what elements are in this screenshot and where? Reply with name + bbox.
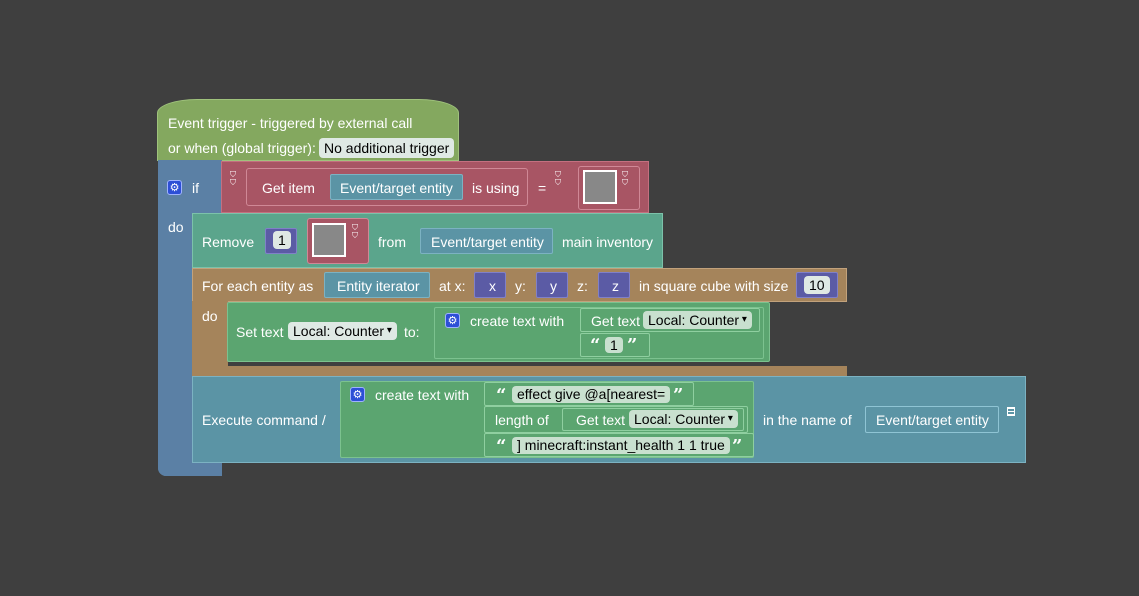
execute-get-text-label: Get text bbox=[576, 412, 626, 428]
z-label: z: bbox=[577, 278, 588, 294]
get-text-var-dropdown[interactable]: Local: Counter bbox=[643, 311, 752, 329]
part1-text-field[interactable]: effect give @a[nearest= bbox=[512, 386, 671, 403]
remove-count-field[interactable]: 1 bbox=[273, 231, 291, 249]
in-name-of-label: in the name of bbox=[763, 412, 852, 428]
y-var-block[interactable] bbox=[536, 272, 568, 298]
item-slot-image[interactable] bbox=[583, 170, 617, 204]
execute-create-label: create text with bbox=[375, 387, 470, 403]
event-trigger-block[interactable] bbox=[157, 99, 459, 161]
do-label: do bbox=[168, 219, 184, 235]
foreach-block-side bbox=[192, 301, 228, 377]
cube-size-label: in square cube with size bbox=[639, 278, 789, 294]
set-text-var-dropdown[interactable]: Local: Counter bbox=[288, 322, 397, 340]
item-slot-warning-icon: ⛉⛉ bbox=[622, 170, 628, 187]
main-inventory-label: main inventory bbox=[562, 234, 654, 250]
equals-label: = bbox=[538, 180, 547, 196]
part1-close-quote-icon: ” bbox=[673, 385, 684, 406]
text-literal-field[interactable]: 1 bbox=[605, 337, 623, 353]
remove-slot-warning-icon: ⛉⛉ bbox=[352, 223, 358, 240]
part3-open-quote-icon: “ bbox=[496, 436, 507, 457]
to-label: to: bbox=[404, 324, 420, 340]
foreach-label: For each entity as bbox=[202, 278, 314, 294]
entity-iterator-label: Entity iterator bbox=[337, 278, 420, 294]
get-text-label: Get text bbox=[591, 313, 641, 329]
set-text-label: Set text bbox=[236, 324, 284, 340]
global-trigger-label: or when (global trigger): bbox=[168, 140, 316, 156]
if-label: if bbox=[192, 180, 199, 196]
create-text-label: create text with bbox=[470, 313, 565, 329]
from-label: from bbox=[378, 234, 406, 250]
part1-open-quote-icon: “ bbox=[496, 385, 507, 406]
execute-entity-block[interactable] bbox=[865, 406, 999, 433]
y-label: y: bbox=[515, 278, 526, 294]
z-var-block[interactable] bbox=[598, 272, 630, 298]
foreach-block-bottom bbox=[192, 366, 847, 377]
block-warning-icon: ⛉⛉ bbox=[230, 170, 236, 187]
part3-text-field[interactable]: ] minecraft:instant_health 1 1 true bbox=[512, 437, 730, 454]
execute-get-text-var-dropdown[interactable]: Local: Counter bbox=[629, 410, 738, 428]
is-using-label: is using bbox=[472, 180, 520, 196]
entity-block[interactable] bbox=[330, 174, 463, 200]
global-trigger-dropdown[interactable]: No additional trigger bbox=[319, 138, 455, 158]
foreach-do-label: do bbox=[202, 308, 218, 324]
if-block-bottom bbox=[158, 463, 222, 476]
x-var-label: x bbox=[489, 278, 496, 294]
execute-entity-label: Event/target entity bbox=[876, 412, 989, 428]
execute-menu-icon[interactable] bbox=[1007, 407, 1015, 416]
create-text-gear-icon[interactable]: ⚙ bbox=[445, 313, 460, 328]
at-x-label: at x: bbox=[439, 278, 466, 294]
remove-entity-block[interactable] bbox=[420, 228, 553, 254]
remove-entity-label: Event/target entity bbox=[431, 234, 544, 250]
execute-create-gear-icon[interactable]: ⚙ bbox=[350, 387, 365, 402]
execute-label: Execute command / bbox=[202, 412, 326, 428]
event-trigger-title: Event trigger - triggered by external ca… bbox=[168, 115, 413, 131]
open-quote-icon: “ bbox=[590, 335, 601, 356]
cube-size-field[interactable]: 10 bbox=[804, 276, 830, 294]
close-quote-icon: ” bbox=[627, 335, 638, 356]
get-item-label: Get item bbox=[262, 180, 315, 196]
z-var-label: z bbox=[612, 278, 619, 294]
compare-warning-icon: ⛉⛉ bbox=[555, 170, 561, 187]
part3-close-quote-icon: ” bbox=[732, 436, 743, 457]
entity-iterator-block[interactable] bbox=[324, 272, 430, 298]
y-var-label: y bbox=[550, 278, 557, 294]
foreach-block[interactable] bbox=[192, 268, 847, 302]
if-gear-icon[interactable]: ⚙ bbox=[167, 180, 182, 195]
entity-label: Event/target entity bbox=[340, 180, 453, 196]
remove-item-image[interactable] bbox=[312, 223, 346, 257]
x-var-block[interactable] bbox=[474, 272, 506, 298]
length-of-label: length of bbox=[495, 412, 549, 428]
remove-label: Remove bbox=[202, 234, 255, 250]
